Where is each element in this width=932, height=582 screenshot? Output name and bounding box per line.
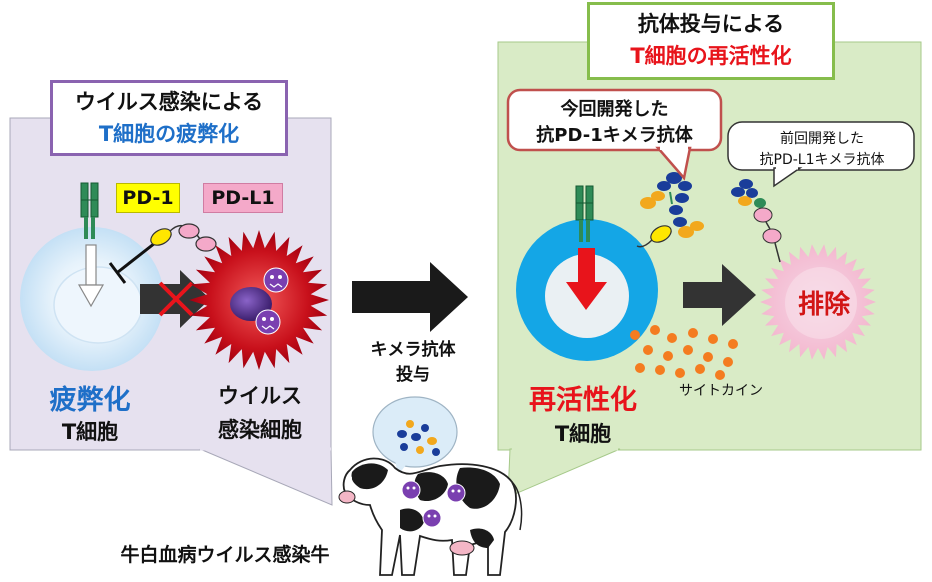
cow-thought-bubble	[372, 396, 458, 475]
eliminated-cell	[760, 244, 876, 360]
left-title-line2: T細胞の疲弊化	[98, 122, 240, 146]
elimination-arrow	[683, 264, 756, 326]
pdl1-ligand-left	[150, 223, 217, 252]
inhibition-bar	[108, 241, 156, 284]
left-title-box: ウイルス感染による T細胞の疲弊化	[50, 80, 288, 156]
right-title-line2: T細胞の再活性化	[630, 44, 792, 68]
old-antibody-bubble	[727, 121, 915, 188]
pd1-tag: PD-1	[116, 183, 180, 213]
anti-pd1-antibody	[640, 172, 704, 238]
right-callout-tail	[507, 448, 621, 498]
new-antibody-bubble	[506, 88, 723, 181]
pdl1-tag: PD-L1	[203, 183, 283, 213]
virus-icon-1	[263, 267, 289, 293]
left-callout-tail	[199, 448, 333, 506]
new-antibody-line1: 今回開発した	[560, 99, 669, 120]
reactivated-tcell-label: T細胞	[554, 422, 612, 446]
right-title-box: 抗体投与による T細胞の再活性化	[587, 2, 835, 80]
left-title-line1: ウイルス感染による	[74, 90, 264, 114]
exhausted-label: 疲弊化	[49, 385, 131, 416]
middle-label-line2: 投与	[396, 365, 430, 385]
exhausted-tcell-label: T細胞	[61, 420, 119, 444]
middle-arrow	[352, 262, 468, 332]
old-antibody-line2: 抗PD-L1キメラ抗体	[759, 152, 885, 168]
cytokines	[630, 325, 738, 380]
reactivated-label: 再活性化	[529, 385, 637, 416]
middle-label-line1: キメラ抗体	[370, 340, 456, 360]
cytokine-label: サイトカイン	[679, 383, 763, 399]
pdl1-ligand-right	[636, 225, 672, 248]
cow-virus-3	[422, 508, 442, 528]
cow-label: 牛白血病ウイルス感染牛	[120, 544, 330, 566]
right-title-line1: 抗体投与による	[637, 12, 785, 36]
old-antibody-complex	[731, 179, 782, 263]
cow-virus-2	[446, 483, 466, 503]
pd1-receptor-right	[575, 185, 594, 242]
virus-icon-2	[255, 309, 281, 335]
old-antibody-line1: 前回開発した	[780, 131, 864, 147]
strong-signal-arrow	[566, 248, 607, 310]
new-antibody-line2: 抗PD-1キメラ抗体	[536, 125, 693, 146]
infected-label-line2: 感染細胞	[218, 418, 302, 442]
weak-signal-arrow	[77, 244, 105, 308]
infected-label-line1: ウイルス	[218, 384, 302, 408]
pd1-receptor-left	[80, 182, 99, 239]
cow-virus-1	[401, 480, 421, 500]
virus-infected-cell	[189, 230, 329, 370]
elimination-label: 排除	[797, 290, 850, 320]
